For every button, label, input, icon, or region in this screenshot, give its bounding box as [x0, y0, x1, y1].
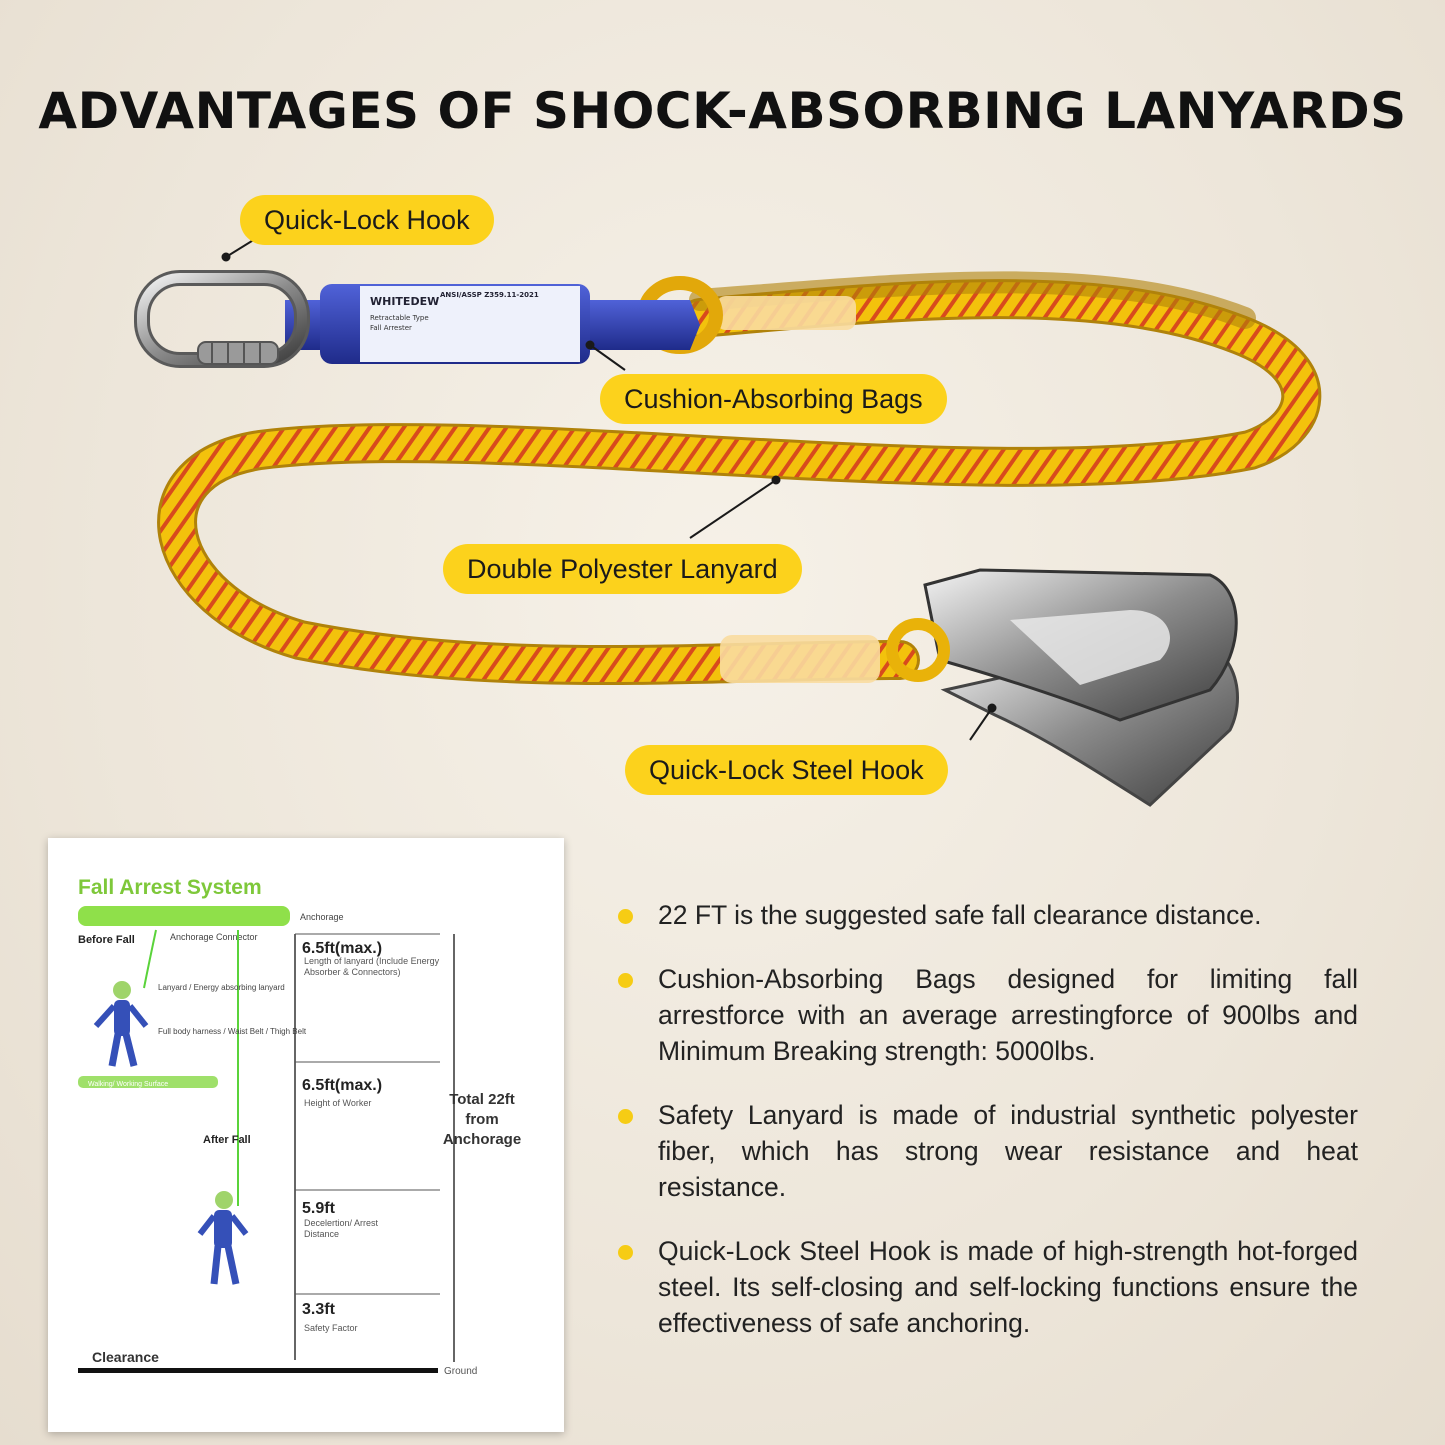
- fall-arrest-diagram: Fall Arrest System Anchorage Before Fall…: [78, 876, 522, 1377]
- list-item: Quick-Lock Steel Hook is made of high-st…: [618, 1233, 1358, 1341]
- total-clearance-label: Total 22ft from Anchorage: [442, 1091, 522, 1148]
- anchorage-beam: [78, 906, 290, 926]
- absorber-type-line2: Fall Arrester: [370, 324, 412, 332]
- polyester-rope: [157, 271, 1322, 685]
- advantages-list: 22 FT is the suggested safe fall clearan…: [618, 897, 1358, 1369]
- quick-lock-carabiner: [134, 270, 310, 368]
- walking-surface: [78, 1076, 218, 1088]
- callout-quick-lock-steel-hook: Quick-Lock Steel Hook: [625, 745, 948, 795]
- callout-leader-lines: [221, 235, 997, 741]
- quick-lock-steel-hook: [886, 568, 1239, 807]
- fall-arrest-diagram-card: Fall Arrest System Anchorage Before Fall…: [48, 838, 564, 1432]
- seg1-value: 6.5ft(max.): [302, 940, 382, 957]
- bullet-text: Quick-Lock Steel Hook is made of high-st…: [658, 1236, 1358, 1338]
- list-item: Safety Lanyard is made of industrial syn…: [618, 1097, 1358, 1205]
- bullet-text: 22 FT is the suggested safe fall clearan…: [658, 900, 1262, 930]
- lanyard-label: Lanyard / Energy absorbing lanyard: [158, 983, 285, 992]
- absorber-type-line1: Retractable Type: [370, 314, 429, 322]
- before-fall-label: Before Fall: [78, 934, 135, 946]
- bullet-dot-icon: [618, 909, 633, 924]
- page-title: ADVANTAGES OF SHOCK-ABSORBING LANYARDS: [38, 82, 1407, 140]
- absorber-brand: WHITEDEW: [370, 295, 439, 308]
- walking-surface-label: Walking/ Working Surface: [88, 1081, 168, 1088]
- shock-absorber-bag: WHITEDEW Retractable Type Fall Arrester …: [285, 284, 700, 364]
- bullet-dot-icon: [618, 1109, 633, 1124]
- bullet-text: Safety Lanyard is made of industrial syn…: [658, 1100, 1358, 1202]
- callout-cushion-absorbing-bags: Cushion-Absorbing Bags: [600, 374, 947, 424]
- diagram-title: Fall Arrest System: [78, 876, 262, 899]
- ground-line: [78, 1368, 438, 1373]
- lanyard-product-illustration: WHITEDEW Retractable Type Fall Arrester …: [134, 235, 1322, 807]
- worker-before-fall-icon: [93, 981, 149, 1067]
- seg4-desc: Safety Factor: [304, 1323, 358, 1333]
- bottom-splice-sleeve: [720, 635, 880, 683]
- list-item: Cushion-Absorbing Bags designed for limi…: [618, 961, 1358, 1069]
- bullet-text: Cushion-Absorbing Bags designed for limi…: [658, 964, 1358, 1066]
- bullet-dot-icon: [618, 973, 633, 988]
- seg1-desc: Length of lanyard (Include Energy Absorb…: [304, 956, 440, 977]
- ground-label: Ground: [444, 1366, 477, 1377]
- worker-after-fall-icon: [197, 1191, 249, 1285]
- callout-quick-lock-hook: Quick-Lock Hook: [240, 195, 494, 245]
- list-item: 22 FT is the suggested safe fall clearan…: [618, 897, 1358, 933]
- clearance-label: Clearance: [92, 1349, 159, 1365]
- seg3-desc: Decelertion/ Arrest Distance: [304, 1218, 379, 1239]
- seg4-value: 3.3ft: [302, 1301, 336, 1318]
- seg2-value: 6.5ft(max.): [302, 1077, 382, 1094]
- callout-double-polyester-lanyard: Double Polyester Lanyard: [443, 544, 802, 594]
- bullet-dot-icon: [618, 1245, 633, 1260]
- anchorage-connector-label: Anchorage Connector: [170, 932, 258, 942]
- top-splice-sleeve: [716, 296, 856, 330]
- harness-label: Full body harness / Waist Belt / Thigh B…: [158, 1027, 307, 1036]
- after-fall-label: After Fall: [203, 1134, 251, 1146]
- absorber-standard: ANSI/ASSP Z359.11-2021: [440, 291, 539, 299]
- seg3-value: 5.9ft: [302, 1200, 336, 1217]
- anchorage-label: Anchorage: [300, 912, 344, 922]
- seg2-desc: Height of Worker: [304, 1098, 371, 1108]
